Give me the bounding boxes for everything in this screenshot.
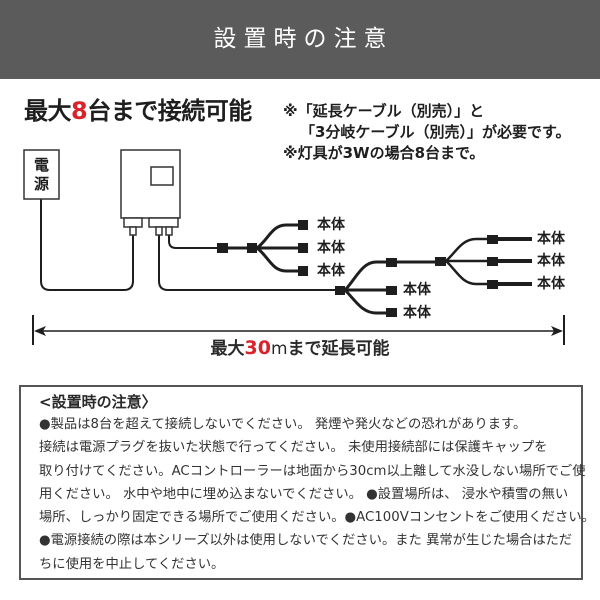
page-title: 設置時の注意: [213, 26, 394, 52]
max-extension-caption: 最大30mまで延長可能: [0, 338, 600, 359]
splitter-junction: [335, 286, 345, 295]
fixture-label: 本体: [403, 304, 432, 321]
fixture-terminal: [298, 220, 308, 230]
requirements-note-line: 「3分岐ケーブル（別売）」が必要です。: [300, 123, 571, 141]
arrow-right-icon: [551, 326, 563, 336]
notes-line: 用ください。 水中や地中に埋め込まないでください。 ●設置場所は、 浸水や積雪の…: [39, 486, 569, 502]
power-cable: [40, 199, 134, 291]
fixture-label: 本体: [537, 275, 566, 292]
max-connection-headline: 最大8台まで接続可能: [24, 97, 252, 125]
power-source-box: [23, 149, 60, 200]
cable-connector: [386, 258, 397, 267]
fixture-label: 本体: [317, 262, 346, 279]
fixture-label: 本体: [537, 252, 566, 269]
splitter-junction: [435, 257, 446, 266]
controller-output-plug-1: [155, 226, 163, 236]
controller-output-plug-2: [165, 226, 173, 236]
branch-cable-bottom: [343, 288, 386, 315]
fixture-label: 本体: [403, 281, 432, 298]
notes-line: 場所、しっかり固定できる場所でご使用ください。●AC100Vコンセントをご使用く…: [39, 510, 595, 526]
fixture-terminal: [487, 235, 498, 244]
notes-title: <設置時の注意〉: [39, 393, 157, 411]
arrow-left-icon: [34, 326, 46, 336]
branch-cable-top: [256, 223, 298, 250]
fixture-terminal: [298, 243, 308, 253]
notes-line: ●電源接続の際は本シリーズ以外は使用しないでください。また 異常が生じた場合はた…: [39, 533, 573, 549]
fixture-terminal: [386, 308, 397, 317]
fixture-terminal: [298, 266, 308, 276]
output-cable-short: [168, 235, 218, 249]
branch-cable-up: [343, 260, 386, 292]
headline-suffix: 台まで接続可能: [87, 97, 252, 125]
headline-count: 8: [71, 97, 88, 125]
fixture-label: 本体: [537, 230, 566, 247]
controller-input-plug: [129, 226, 137, 236]
requirements-note: ※「延長ケーブル（別売）」と 「3分岐ケーブル（別売）」が必要です。 ※灯具が3…: [283, 101, 571, 164]
cable-connector: [217, 243, 228, 253]
notes-line: 取り付けてください。ACコントローラーは地面から30cm以上離して水没しない場所…: [39, 463, 586, 479]
controller-input-socket: [123, 217, 143, 228]
branch-cable-top: [445, 237, 487, 262]
notes-line: 接続は電源プラグを抜いた状態で行ってください。 未使用接続部には保護キャップを: [39, 440, 548, 456]
notes-line: ●製品は8台を超えて接続しないでください。 発煙や発火などの恐れがあります。: [39, 417, 527, 432]
controller-display: [150, 166, 174, 186]
extension-prefix: 最大: [210, 339, 245, 359]
fixture-label: 本体: [317, 216, 346, 233]
power-source-label-bottom: 源: [34, 175, 49, 193]
fixture-terminal: [386, 286, 397, 295]
header-band: 設置時の注意: [0, 0, 600, 79]
installation-notes-box: <設置時の注意〉 ●製品は8台を超えて接続しないでください。 発煙や発火などの恐…: [19, 385, 595, 580]
fixture-terminal: [487, 280, 498, 289]
output-cable-long: [158, 235, 336, 291]
notes-line: ちに使用を中止してください。: [39, 556, 225, 572]
branch-cable-bottom: [256, 246, 298, 273]
splitter-junction: [247, 243, 257, 253]
branch-cable-bottom: [445, 260, 487, 286]
extension-length: 30: [244, 337, 271, 359]
power-source-label-top: 電: [34, 156, 49, 174]
requirements-note-line: ※灯具が3Wの場合8台まで。: [283, 144, 485, 162]
fixture-terminal: [487, 257, 498, 266]
requirements-note-line: ※「延長ケーブル（別売）」と: [283, 102, 485, 120]
controller-output-socket: [148, 217, 179, 228]
fixture-label: 本体: [317, 239, 346, 256]
headline-prefix: 最大: [24, 97, 72, 125]
extension-suffix: まで延長可能: [287, 339, 390, 359]
extension-unit: m: [270, 339, 288, 359]
